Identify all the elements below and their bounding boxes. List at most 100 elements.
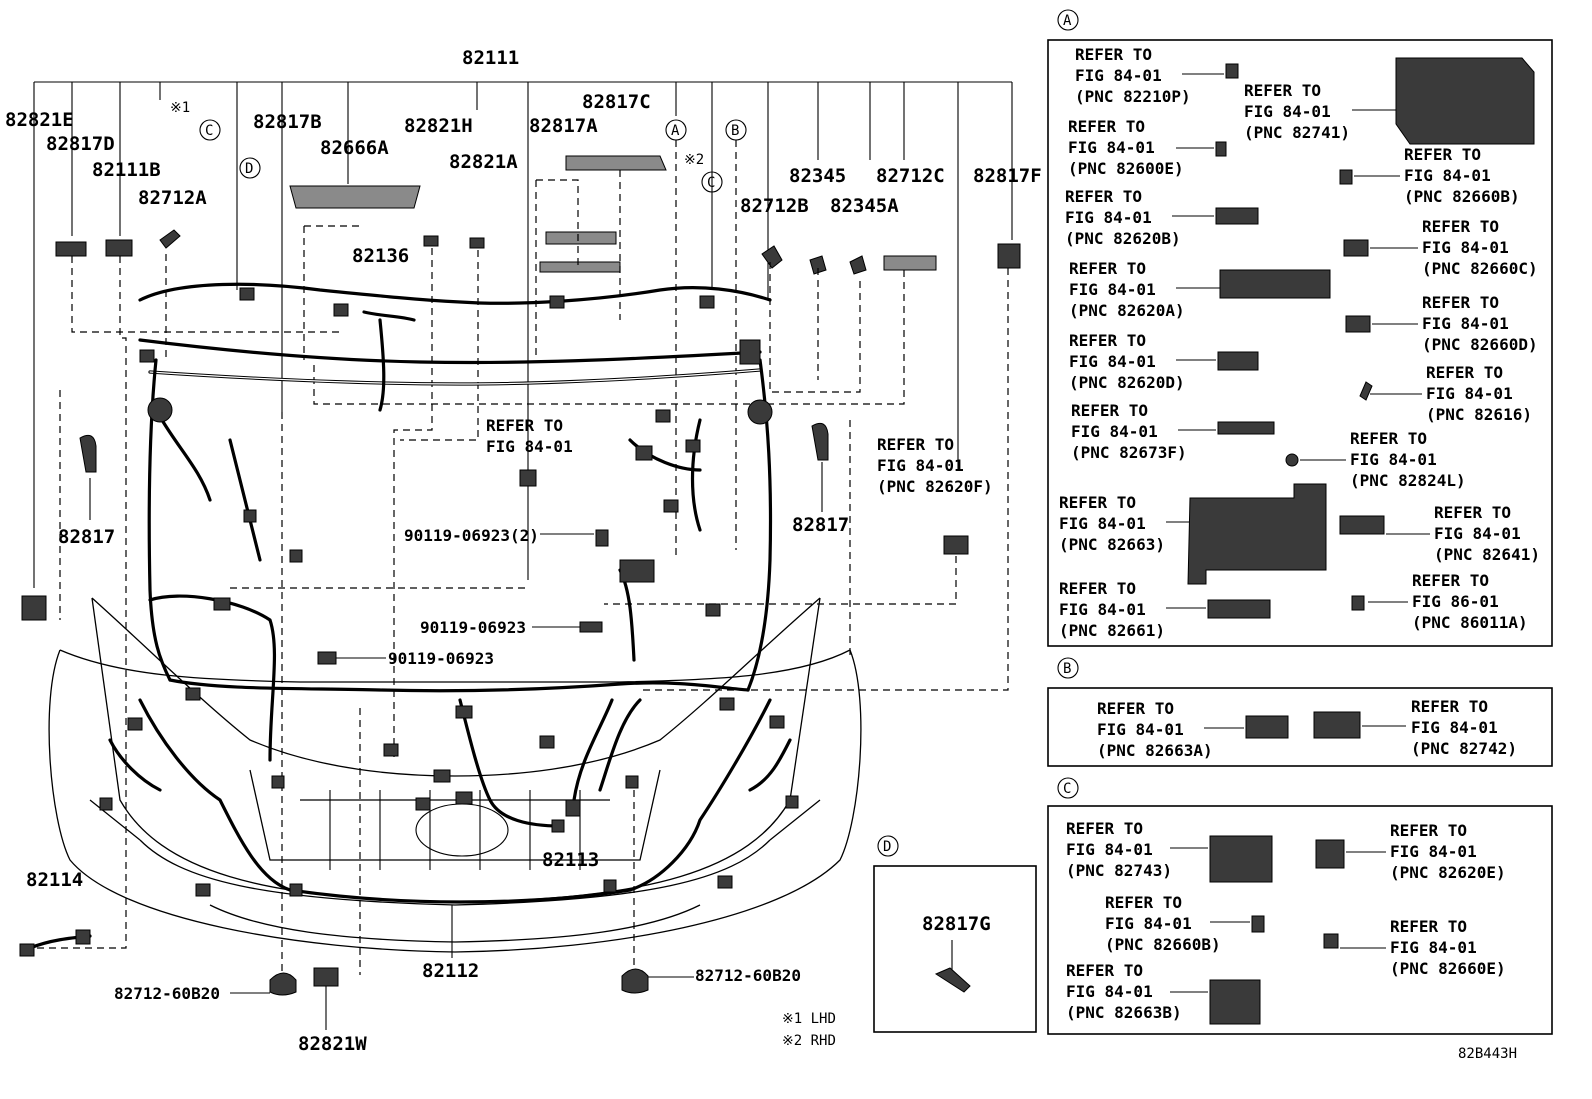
a-82620B-l2[interactable]: FIG 84-01 (1065, 208, 1152, 227)
label-82345[interactable]: 82345 (789, 165, 846, 187)
a-82660C-icon[interactable] (1343, 239, 1369, 257)
a-82210P-icon[interactable] (1225, 63, 1239, 79)
a-82620A-icon[interactable] (1219, 269, 1331, 299)
label-82817-right[interactable]: 82817 (792, 514, 849, 536)
clip-82345-icon[interactable] (809, 255, 827, 275)
a-82661-icon[interactable] (1207, 599, 1271, 619)
a-82600E-icon[interactable] (1215, 141, 1227, 157)
a-82620D-l2[interactable]: FIG 84-01 (1069, 352, 1156, 371)
a-82663-l2[interactable]: FIG 84-01 (1059, 514, 1146, 533)
label-82666A[interactable]: 82666A (320, 137, 389, 159)
c-82620E-l2[interactable]: FIG 84-01 (1390, 842, 1477, 861)
b-82742-icon[interactable] (1313, 711, 1361, 739)
a-82641-icon[interactable] (1339, 515, 1385, 535)
a-82824L-pnc[interactable]: (PNC 82824L) (1350, 471, 1466, 490)
a-82663-icon[interactable] (1187, 483, 1327, 585)
clip-82821A-icon[interactable] (469, 237, 485, 249)
bracket-82666A-icon[interactable] (289, 185, 421, 209)
a-82824L-icon[interactable] (1285, 453, 1299, 467)
b-82663A-l2[interactable]: FIG 84-01 (1097, 720, 1184, 739)
bolt-90119-06923-2-icon[interactable] (595, 529, 609, 547)
label-bolt-90119-06923-2[interactable]: 90119-06923(2) (404, 526, 539, 545)
c-82660B-icon[interactable] (1251, 915, 1265, 933)
clip-82712-60B20-left-icon[interactable] (269, 972, 297, 996)
connector-82111B-icon[interactable] (105, 239, 133, 257)
a-82641-l2[interactable]: FIG 84-01 (1434, 524, 1521, 543)
grommet-82821E-icon[interactable] (21, 595, 47, 621)
a-82600E-pnc[interactable]: (PNC 82600E) (1068, 159, 1184, 178)
b-82742-pnc[interactable]: (PNC 82742) (1411, 739, 1517, 758)
clip-refer-center-icon[interactable] (519, 469, 537, 487)
clip-82821H-icon[interactable] (423, 235, 439, 247)
a-82620A-pnc[interactable]: (PNC 82620A) (1069, 301, 1185, 320)
a-82620D-pnc[interactable]: (PNC 82620D) (1069, 373, 1185, 392)
a-82620B-icon[interactable] (1215, 207, 1259, 225)
clip-82821W-icon[interactable] (313, 967, 339, 987)
c-82620E-pnc[interactable]: (PNC 82620E) (1390, 863, 1506, 882)
a-82660C-pnc[interactable]: (PNC 82660C) (1422, 259, 1538, 278)
a-82673F-pnc[interactable]: (PNC 82673F) (1071, 443, 1187, 462)
c-82660B-pnc[interactable]: (PNC 82660B) (1105, 935, 1221, 954)
main-refer-center-line2[interactable]: FIG 84-01 (486, 437, 573, 456)
a-82661-l2[interactable]: FIG 84-01 (1059, 600, 1146, 619)
a-82660B-pnc[interactable]: (PNC 82660B) (1404, 187, 1520, 206)
label-82817D[interactable]: 82817D (46, 133, 115, 155)
a-82616-l2[interactable]: FIG 84-01 (1426, 384, 1513, 403)
callout-c-1[interactable]: C (205, 123, 213, 139)
a-82660B-l2[interactable]: FIG 84-01 (1404, 166, 1491, 185)
a-82600E-l2[interactable]: FIG 84-01 (1068, 138, 1155, 157)
label-82111[interactable]: 82111 (462, 47, 519, 69)
clip-82712B-icon[interactable] (761, 245, 783, 269)
callout-d[interactable]: D (245, 161, 253, 177)
a-82616-icon[interactable] (1359, 381, 1373, 401)
bracket-82817-right-icon[interactable] (811, 422, 829, 461)
c-82663B-l2[interactable]: FIG 84-01 (1066, 982, 1153, 1001)
connector-82817D-icon[interactable] (55, 241, 87, 257)
c-82660B-l2[interactable]: FIG 84-01 (1105, 914, 1192, 933)
c-82663B-icon[interactable] (1209, 979, 1261, 1025)
a-82620A-l2[interactable]: FIG 84-01 (1069, 280, 1156, 299)
clip-82712A-icon[interactable] (159, 229, 181, 249)
callout-b[interactable]: B (731, 123, 739, 139)
main-refer-right-line2[interactable]: FIG 84-01 (877, 456, 964, 475)
label-82821A[interactable]: 82821A (449, 151, 518, 173)
label-82712A[interactable]: 82712A (138, 187, 207, 209)
c-82743-pnc[interactable]: (PNC 82743) (1066, 861, 1172, 880)
c-82660E-l2[interactable]: FIG 84-01 (1390, 938, 1477, 957)
a-82741-pnc[interactable]: (PNC 82741) (1244, 123, 1350, 142)
clip-82712-60B20-right-icon[interactable] (621, 968, 649, 994)
bracket-82817C-icon[interactable] (565, 155, 667, 171)
label-82345A[interactable]: 82345A (830, 195, 899, 217)
label-82817G[interactable]: 82817G (922, 913, 991, 935)
a-82673F-l2[interactable]: FIG 84-01 (1071, 422, 1158, 441)
label-82817-left[interactable]: 82817 (58, 526, 115, 548)
a-82741-l2[interactable]: FIG 84-01 (1244, 102, 1331, 121)
a-82660D-icon[interactable] (1345, 315, 1371, 333)
bolt-90119-06923-b-icon[interactable] (317, 651, 337, 665)
a-82660B-icon[interactable] (1339, 169, 1353, 185)
label-clip-82712-60B20-left[interactable]: 82712-60B20 (114, 984, 220, 1003)
label-82114[interactable]: 82114 (26, 869, 83, 891)
b-82663A-pnc[interactable]: (PNC 82663A) (1097, 741, 1213, 760)
protector-82712C-icon[interactable] (883, 255, 937, 271)
label-82821W[interactable]: 82821W (298, 1033, 367, 1055)
label-clip-82712-60B20-right[interactable]: 82712-60B20 (695, 966, 801, 985)
c-82743-icon[interactable] (1209, 835, 1273, 883)
clip-82345A-icon[interactable] (849, 255, 867, 275)
label-82821E[interactable]: 82821E (5, 109, 74, 131)
a-86011A-pnc[interactable]: (PNC 86011A) (1412, 613, 1528, 632)
label-82111B[interactable]: 82111B (92, 159, 161, 181)
label-82817C[interactable]: 82817C (582, 91, 651, 113)
main-refer-right-pnc[interactable]: (PNC 82620F) (877, 477, 993, 496)
a-82660D-l2[interactable]: FIG 84-01 (1422, 314, 1509, 333)
a-82616-pnc[interactable]: (PNC 82616) (1426, 405, 1532, 424)
c-82663B-pnc[interactable]: (PNC 82663B) (1066, 1003, 1182, 1022)
a-82620D-icon[interactable] (1217, 351, 1259, 371)
a-82661-pnc[interactable]: (PNC 82661) (1059, 621, 1165, 640)
a-82641-pnc[interactable]: (PNC 82641) (1434, 545, 1540, 564)
c-82743-l2[interactable]: FIG 84-01 (1066, 840, 1153, 859)
a-82663-pnc[interactable]: (PNC 82663) (1059, 535, 1165, 554)
label-82821H[interactable]: 82821H (404, 115, 473, 137)
label-82817B[interactable]: 82817B (253, 111, 322, 133)
bracket-82817A-top-icon[interactable] (545, 231, 617, 245)
